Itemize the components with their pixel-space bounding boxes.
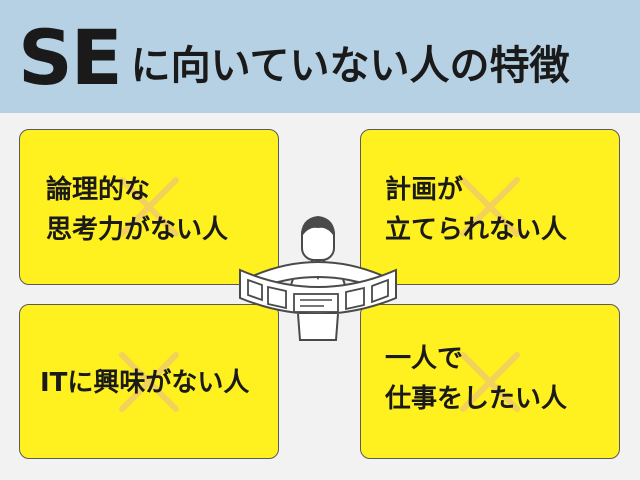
trait-card-planning: 計画が 立てられない人 xyxy=(360,129,620,285)
trait-card-logical-thinking: 論理的な 思考力がない人 xyxy=(19,129,279,285)
title-sub: に向いていない人の特徴 xyxy=(130,43,570,89)
trait-line: 思考力がない人 xyxy=(46,215,229,245)
cross-icon xyxy=(119,177,179,237)
cross-icon xyxy=(460,177,520,237)
trait-card-text: 一人で 仕事をしたい人 xyxy=(385,339,567,419)
trait-line: 一人で xyxy=(385,344,464,374)
trait-line: 仕事をしたい人 xyxy=(385,384,568,414)
cross-icon xyxy=(119,351,179,412)
trait-card-text: ITに興味がない人 xyxy=(40,363,249,403)
title-main: SE xyxy=(18,13,123,102)
header-banner xyxy=(0,0,640,113)
trait-line: 立てられない人 xyxy=(385,215,568,245)
trait-line: 論理的な xyxy=(46,175,151,205)
page-title: SE に向いていない人の特徴 xyxy=(18,18,569,98)
cross-icon xyxy=(460,351,520,412)
trait-line: 計画が xyxy=(385,175,464,205)
trait-card-text: 論理的な 思考力がない人 xyxy=(46,170,228,250)
trait-line: ITに興味がない人 xyxy=(40,368,250,398)
trait-card-it-interest: ITに興味がない人 xyxy=(19,304,279,459)
trait-card-work-alone: 一人で 仕事をしたい人 xyxy=(360,304,620,459)
trait-card-text: 計画が 立てられない人 xyxy=(385,170,567,250)
person-with-screens-icon xyxy=(239,216,397,341)
